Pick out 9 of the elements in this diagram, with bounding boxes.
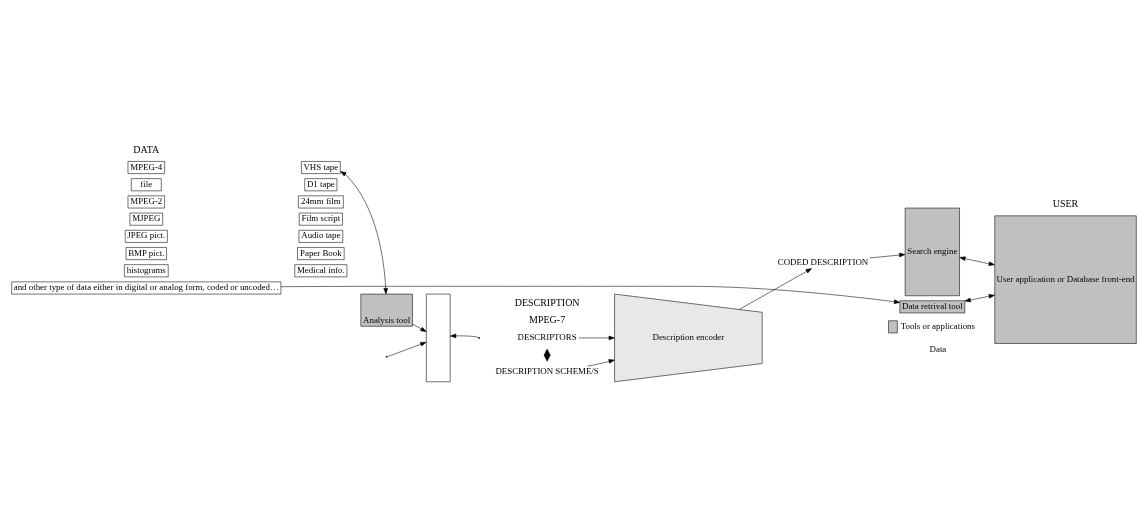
legend-label: Tools or applications — [900, 320, 975, 331]
node-text: CODED DESCRIPTION — [777, 256, 869, 267]
node-text: DESCRIPTION SCHEME/S — [495, 365, 599, 376]
node-text: DESCRIPTORS — [517, 331, 577, 342]
label: MPEG-7 — [529, 313, 566, 325]
label: USER — [1052, 197, 1079, 209]
label: DESCRIPTION — [514, 296, 580, 308]
label: DATA — [133, 143, 160, 155]
legend-label: Data — [929, 343, 947, 354]
